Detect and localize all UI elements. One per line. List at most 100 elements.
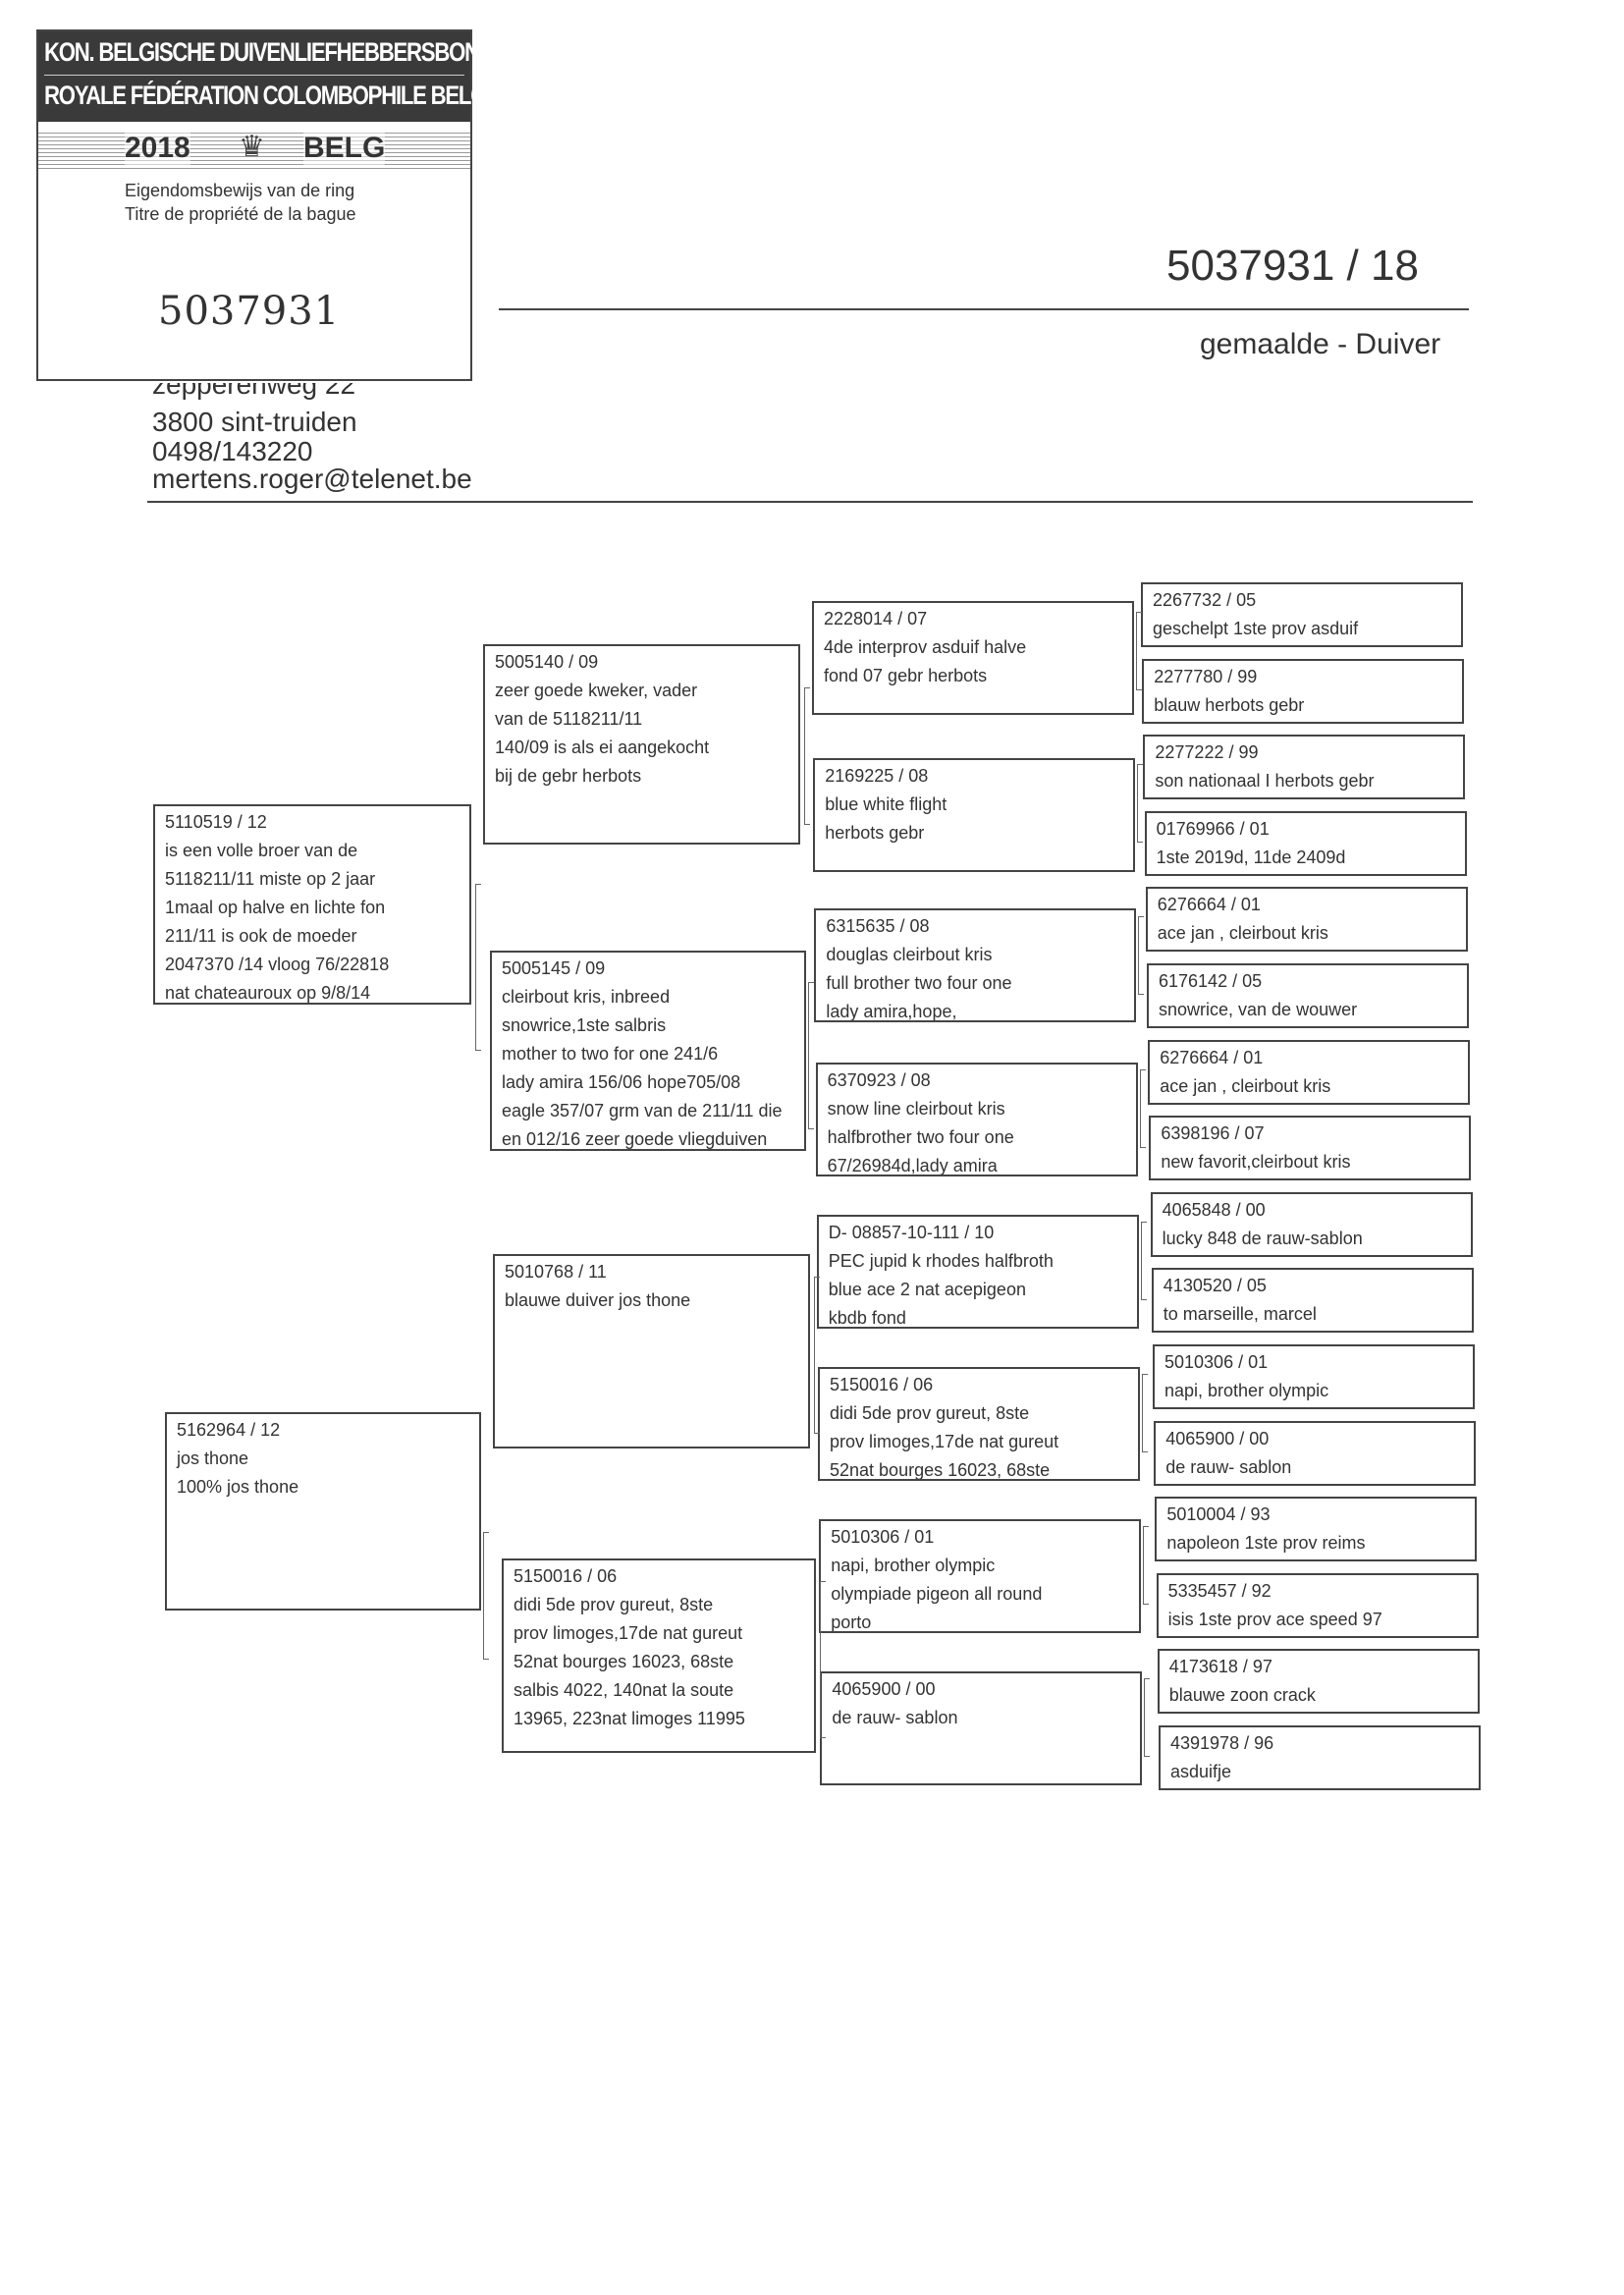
pigeon-note: 2047370 /14 vloog 76/22818	[165, 955, 390, 974]
ring-number: 4065848 / 00	[1162, 1199, 1266, 1220]
pigeon-note: herbots gebr	[825, 823, 925, 843]
pigeon-note: isis 1ste prov ace speed 97	[1167, 1609, 1382, 1629]
certificate-header-band	[38, 31, 470, 122]
divider	[499, 308, 1469, 310]
pigeon-note: en 012/16 zeer goede vliegduiven	[502, 1129, 768, 1149]
great-great-grandparent-box: 6398196 / 07 new favorit,cleirbout kris	[1149, 1116, 1472, 1181]
certificate-ring-number: 5037931	[158, 289, 341, 334]
pigeon-note: 1ste 2019d, 11de 2409d	[1156, 847, 1346, 867]
federation-name-fr: ROYALE FÉDÉRATION COLOMBOPHILE BELGE	[44, 81, 501, 110]
pigeon-note: jos thone	[177, 1448, 249, 1468]
great-great-grandparent-box: 5010306 / 01 napi, brother olympic	[1153, 1344, 1475, 1409]
pigeon-note: snow line cleirbout kris	[827, 1099, 1005, 1119]
ring-number: 5005140 / 09	[495, 652, 599, 672]
pigeon-note: 100% jos thone	[177, 1477, 299, 1497]
ring-number: 2277222 / 99	[1155, 742, 1259, 763]
ring-number: 4173618 / 97	[1168, 1657, 1272, 1677]
pigeon-description: gemaalde - Duiver	[1200, 328, 1441, 360]
pigeon-note: ace jan , cleirbout kris	[1160, 1075, 1331, 1096]
ring-number: 5010306 / 01	[1164, 1352, 1269, 1372]
ring-number: 6276664 / 01	[1157, 895, 1261, 915]
pigeon-note: prov limoges,17de nat gureut	[830, 1432, 1059, 1451]
divider	[147, 501, 1473, 503]
pigeon-note: 5118211/11 miste op 2 jaar	[165, 869, 376, 889]
certificate-year: 2018	[125, 132, 190, 165]
pigeon-ring-number: 5037931 / 18	[1166, 242, 1419, 290]
connector-line	[475, 884, 481, 1051]
pigeon-note: lucky 848 de rauw-sablon	[1162, 1228, 1363, 1248]
pigeon-note: bij de gebr herbots	[495, 766, 642, 786]
ring-number: 5335457 / 92	[1167, 1580, 1272, 1601]
pigeon-note: to marseille, marcel	[1163, 1304, 1317, 1325]
pigeon-note: 67/26984d,lady amira	[827, 1156, 998, 1175]
connector-line	[1139, 1068, 1146, 1148]
pigeon-note: new favorit,cleirbout kris	[1161, 1152, 1351, 1173]
ring-number: 6398196 / 07	[1161, 1123, 1265, 1144]
owner-street: zepperenweg 22	[152, 383, 355, 405]
pigeon-note: kbdb fond	[828, 1308, 906, 1328]
great-great-grandparent-box: 2277222 / 99 son nationaal I herbots gebr	[1143, 735, 1466, 800]
pigeon-note: son nationaal I herbots gebr	[1155, 771, 1375, 792]
ring-number: 5010306 / 01	[831, 1527, 935, 1547]
pigeon-note: lady amira,hope,	[826, 1002, 957, 1021]
owner-city: 3800 sint-truiden	[152, 407, 357, 437]
pigeon-note: ace jan , cleirbout kris	[1157, 923, 1328, 944]
great-grandparent-box: 6315635 / 08 douglas cleirbout kris full b…	[814, 908, 1137, 1022]
crown-icon: ♛	[239, 131, 265, 163]
pigeon-note: blauwe duiver jos thone	[505, 1290, 691, 1310]
ring-number: 2228014 / 07	[824, 609, 928, 628]
connector-line	[1142, 1374, 1148, 1452]
ring-number: 4065900 / 00	[832, 1679, 936, 1699]
ring-number: 6370923 / 08	[827, 1070, 931, 1090]
ring-number: 2169225 / 08	[825, 766, 929, 786]
pigeon-note: mother to two for one 241/6	[502, 1044, 719, 1064]
pigeon-note: blue ace 2 nat acepigeon	[828, 1280, 1026, 1299]
connector-line	[808, 982, 814, 1129]
certificate-label-fr: Titre de propriété de la bague	[125, 204, 356, 224]
pigeon-note: blauw herbots gebr	[1154, 694, 1305, 715]
connector-line	[1140, 1221, 1147, 1300]
ring-number: 6315635 / 08	[826, 916, 930, 936]
ring-number: 5110519 / 12	[165, 812, 267, 832]
ring-number: 5162964 / 12	[177, 1420, 281, 1440]
pigeon-note: snowrice,1ste salbris	[502, 1015, 667, 1035]
pigeon-note: full brother two four one	[826, 973, 1012, 993]
connector-line	[1144, 1678, 1151, 1758]
pigeon-note: snowrice, van de wouwer	[1159, 1000, 1358, 1019]
ring-number: 6176142 / 05	[1159, 971, 1263, 991]
pigeon-note: fond 07 gebr herbots	[824, 666, 988, 685]
ring-number: 5010004 / 93	[1166, 1504, 1271, 1525]
great-great-grandparent-box: 5335457 / 92 isis 1ste prov ace speed 97	[1156, 1572, 1479, 1638]
pigeon-note: porto	[831, 1612, 872, 1632]
pigeon-note: geschelpt 1ste prov asduif	[1153, 619, 1359, 638]
parent-box: 5162964 / 12 jos thone 100% jos thone	[165, 1412, 481, 1611]
pigeon-note: van de 5118211/11	[495, 709, 643, 729]
connector-line	[1136, 612, 1142, 690]
ring-number: 4391978 / 96	[1170, 1733, 1274, 1753]
certificate-label-nl: Eigendomsbewijs van de ring	[125, 181, 355, 200]
owner-street-text: zepperenweg 22	[152, 383, 356, 400]
pigeon-note: douglas cleirbout kris	[826, 945, 993, 964]
ring-number: 5150016 / 06	[514, 1566, 618, 1586]
pigeon-note: 140/09 is als ei aangekocht	[495, 738, 710, 757]
connector-line	[483, 1532, 489, 1660]
pigeon-note: lady amira 156/06 hope705/08	[502, 1072, 741, 1092]
pigeon-note: didi 5de prov gureut, 8ste	[514, 1595, 714, 1614]
pigeon-note: napi, brother olympic	[1164, 1381, 1329, 1400]
pigeon-note: PEC jupid k rhodes halfbroth	[828, 1251, 1054, 1271]
divider	[44, 75, 464, 76]
pigeon-note: 13965, 223nat limoges 11995	[514, 1709, 745, 1728]
